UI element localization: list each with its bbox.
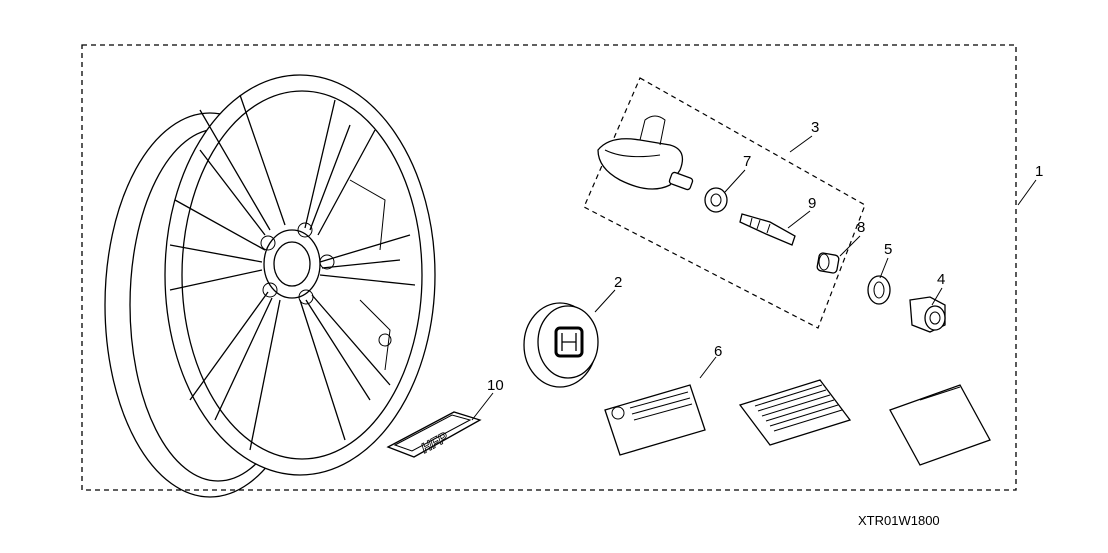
wheel-illustration <box>104 74 436 498</box>
center-cap <box>523 302 599 388</box>
parts-bag <box>889 384 991 466</box>
lug-nut <box>909 296 946 333</box>
valve-core <box>739 213 796 246</box>
leader-lines <box>471 135 1037 421</box>
callout-1: 1 <box>1035 163 1043 180</box>
callout-3: 3 <box>811 119 819 136</box>
instruction-sheet <box>738 379 852 446</box>
tpms-sensor <box>597 115 694 191</box>
callout-8: 8 <box>857 219 865 236</box>
kit-border <box>81 44 1017 491</box>
callout-7: 7 <box>743 153 751 170</box>
valve-cap <box>816 252 840 274</box>
callout-2: 2 <box>614 274 622 291</box>
washer <box>867 275 891 305</box>
tire-label-card <box>604 384 706 456</box>
valve-nut <box>704 187 728 213</box>
callout-10: 10 <box>487 377 504 394</box>
callout-4: 4 <box>937 271 945 288</box>
callout-6: 6 <box>714 343 722 360</box>
callout-5: 5 <box>884 241 892 258</box>
tpms-group-border <box>583 77 866 329</box>
drawing-code: XTR01W1800 <box>858 513 940 528</box>
hfp-emblem: HFP <box>386 411 482 458</box>
callout-9: 9 <box>808 195 816 212</box>
